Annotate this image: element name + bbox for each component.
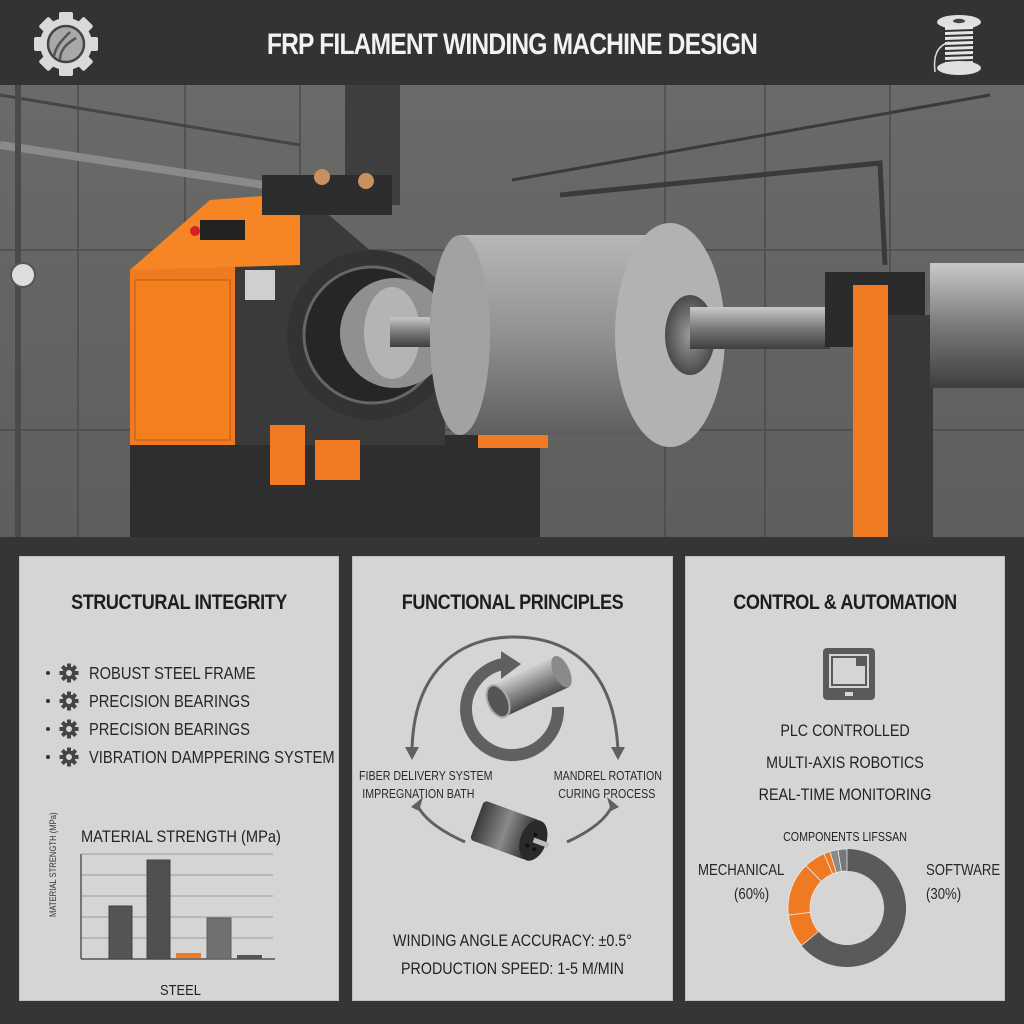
motor-icon — [470, 801, 550, 861]
chart-x-axis-label: STEEL — [160, 982, 201, 999]
donut-chart-title: COMPONENTS LIFSSAN — [783, 829, 907, 844]
rotation-arrow-icon — [460, 658, 565, 762]
arrow-down-right-icon — [611, 747, 625, 760]
feature-list: ROBUST STEEL FRAME PRECISION BEARINGS PR… — [46, 659, 381, 771]
chart-y-axis-label: MATERIAL STRENGTH (MPa) — [48, 812, 58, 917]
material-strength-bar-chart — [80, 853, 275, 960]
fiber-delivery-label: FIBER DELIVERY SYSTEM IMPREGNATION BATH — [359, 767, 492, 803]
feature-label: PRECISION BEARINGS — [89, 718, 250, 739]
bullet-dot — [46, 699, 50, 703]
machine-illustration — [0, 85, 1024, 537]
hero-machine-photo — [0, 85, 1024, 537]
list-item: PRECISION BEARINGS — [46, 715, 381, 743]
panel-structural-integrity: STRUCTURAL INTEGRITY ROBUST STEEL FRAME … — [19, 556, 339, 1001]
bullet-dot — [46, 671, 50, 675]
feature-label: PRECISION BEARINGS — [89, 690, 250, 711]
bar — [146, 859, 171, 960]
winding-process-diagram — [405, 635, 625, 861]
process-arc — [410, 635, 620, 753]
panel-control-automation: CONTROL & AUTOMATION PLC CONTROLLED MULT… — [685, 556, 1005, 1001]
feature-label: ROBUST STEEL FRAME — [89, 662, 256, 683]
arrow-up-right-icon — [607, 797, 619, 811]
bar — [237, 955, 262, 959]
bar — [176, 953, 201, 958]
bullet-dot — [46, 755, 50, 759]
tablet-hmi-icon — [823, 648, 875, 700]
gear-icon — [59, 663, 79, 683]
arrow-up-left-icon — [411, 797, 423, 811]
components-donut-chart — [787, 848, 907, 967]
control-item: REAL-TIME MONITORING — [758, 785, 932, 804]
label-line: CURING PROCESS — [558, 786, 656, 801]
panel-title: STRUCTURAL INTEGRITY — [71, 591, 287, 614]
software-label: SOFTWARE — [926, 862, 1001, 879]
winding-accuracy-spec: WINDING ANGLE ACCURACY: ±0.5° — [393, 931, 632, 950]
arrow-down-left-icon — [405, 747, 419, 760]
label-line: FIBER DELIVERY SYSTEM — [359, 768, 493, 783]
page-title: FRP FILAMENT WINDING MACHINE DESIGN — [266, 28, 758, 61]
label-line: IMPREGNATION BATH — [362, 786, 475, 801]
software-percent: (30%) — [926, 886, 962, 903]
list-item: VIBRATION DAMPPERING SYSTEM — [46, 743, 381, 771]
panel-title: FUNCTIONAL PRINCIPLES — [401, 591, 624, 614]
list-item: PRECISION BEARINGS — [46, 687, 381, 715]
bar — [206, 917, 232, 960]
mechanical-label: MECHANICAL — [698, 862, 785, 879]
control-item: MULTI-AXIS ROBOTICS — [766, 753, 924, 772]
donut-segment-software — [801, 849, 907, 967]
gear-with-fiber-icon — [34, 12, 98, 76]
gear-icon — [59, 691, 79, 711]
panel-functional-principles: FUNCTIONAL PRINCIPLES — [352, 556, 673, 1001]
label-line: MANDREL ROTATION — [553, 768, 662, 783]
thread-spool-icon — [933, 15, 981, 75]
panel-title: CONTROL & AUTOMATION — [733, 591, 957, 614]
bar — [108, 905, 133, 960]
mechanical-percent: (60%) — [734, 886, 770, 903]
control-item: PLC CONTROLLED — [780, 721, 910, 740]
production-speed-spec: PRODUCTION SPEED: 1-5 M/MIN — [401, 959, 624, 978]
feature-label: VIBRATION DAMPPERING SYSTEM — [89, 746, 335, 767]
header-bar: FRP FILAMENT WINDING MACHINE DESIGN — [0, 0, 1024, 85]
chart-title: MATERIAL STRENGTH (MPa) — [81, 827, 281, 846]
gear-icon — [59, 747, 79, 767]
list-item: ROBUST STEEL FRAME — [46, 659, 381, 687]
mandrel-tube-icon — [485, 655, 572, 719]
bullet-dot — [46, 727, 50, 731]
donut-segment-other — [837, 848, 848, 872]
mandrel-rotation-label: MANDREL ROTATION CURING PROCESS — [554, 767, 662, 803]
gear-icon — [59, 719, 79, 739]
info-panels: STRUCTURAL INTEGRITY ROBUST STEEL FRAME … — [0, 537, 1024, 1024]
